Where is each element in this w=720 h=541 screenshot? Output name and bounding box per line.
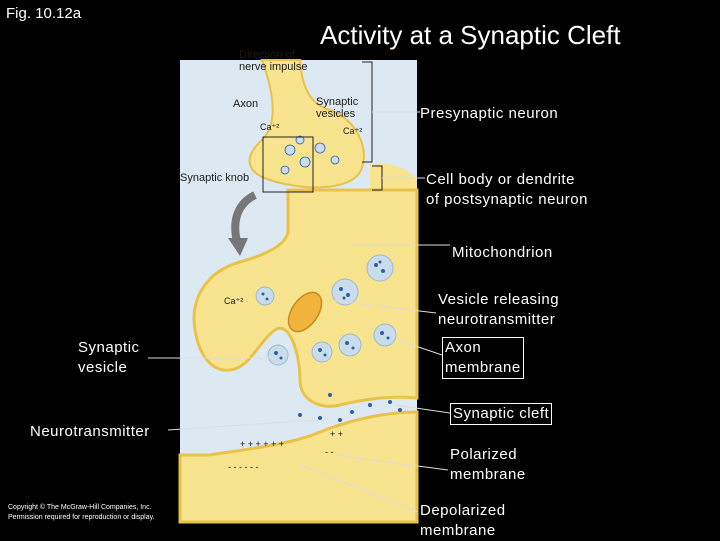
- membrane-charges: + + + + + + - - - - - - + + - -: [228, 429, 343, 472]
- synaptic-vesicles: [255, 254, 397, 366]
- axon-membrane-label: Axon membrane: [442, 337, 524, 379]
- direction-label: Direction of nerve impulse: [239, 49, 308, 73]
- synaptic-knob-label: Synaptic knob: [180, 172, 250, 184]
- svg-text:+ +: + +: [330, 429, 343, 439]
- postsynaptic-membrane: [178, 410, 419, 524]
- svg-text:- - - - - -: - - - - - -: [228, 462, 259, 472]
- inset-zoom-box: [262, 136, 314, 193]
- synaptic-cleft-label: Synaptic cleft: [450, 403, 553, 425]
- depolarized-membrane-label: Depolarized membrane: [420, 502, 506, 539]
- svg-text:+ + + + + +: + + + + + +: [240, 439, 284, 449]
- mitochondrion: [287, 291, 323, 333]
- ca-label-left: Ca⁺²: [260, 122, 280, 132]
- neurotransmitter-dots: [261, 260, 402, 422]
- inset-vesicles: [280, 135, 340, 175]
- zoom-arrow-head: [228, 238, 248, 256]
- synaptic-vesicles-label: Synaptic vesicles: [316, 96, 359, 120]
- slide-title: Activity at a Synaptic Cleft: [320, 20, 621, 50]
- axon-label: Axon: [233, 98, 259, 110]
- mitochondrion-label: Mitochondrion: [452, 244, 553, 261]
- copyright-notice: Copyright © The McGraw-Hill Companies, I…: [8, 504, 155, 521]
- presynaptic-neuron-label: Presynaptic neuron: [420, 105, 559, 122]
- vesicle-releasing-label: Vesicle releasing neurotransmitter: [438, 291, 560, 328]
- synaptic-vesicle-label: Synaptic vesicle: [78, 339, 140, 376]
- neurotransmitter-label: Neurotransmitter: [30, 423, 150, 440]
- leader-lines: [148, 111, 451, 513]
- polarized-membrane-label: Polarized membrane: [450, 446, 526, 483]
- cell-body-label: Cell body or dendrite of postsynaptic ne…: [426, 171, 588, 208]
- ca-label-main: Ca⁺²: [224, 296, 244, 306]
- figure-label: Fig. 10.12a: [6, 5, 82, 22]
- ca-label-right: Ca⁺²: [343, 126, 363, 136]
- svg-text:- -: - -: [325, 447, 334, 457]
